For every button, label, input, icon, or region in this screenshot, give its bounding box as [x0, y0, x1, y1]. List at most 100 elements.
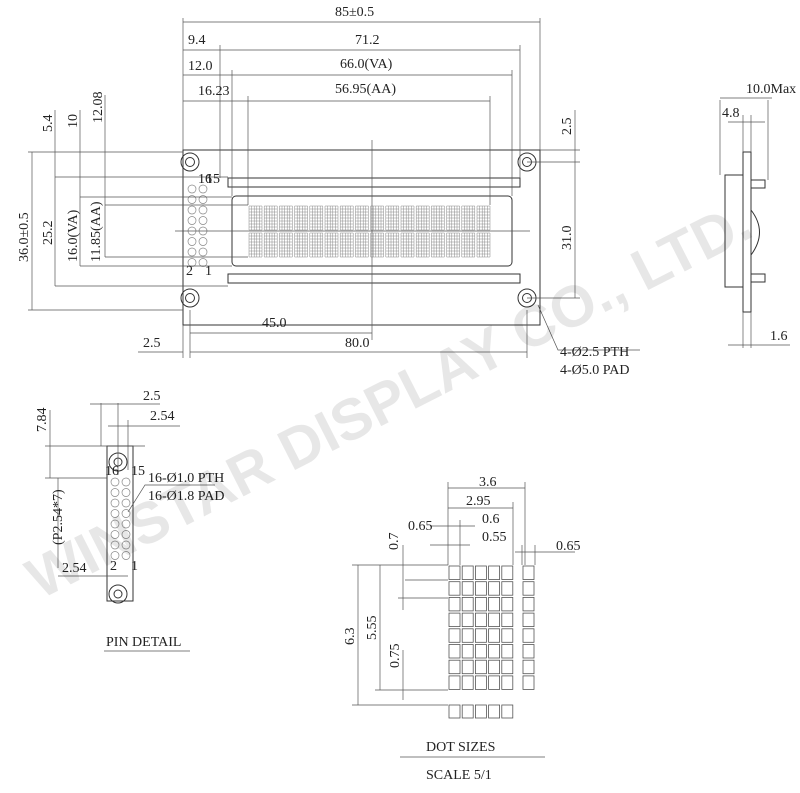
side-lcd [724, 174, 744, 288]
dot [488, 659, 501, 675]
bezel-bottom [227, 273, 521, 284]
dot [474, 612, 487, 627]
pd-pin-pad [121, 540, 131, 550]
character-cell [309, 205, 324, 231]
pin-pad [198, 247, 208, 257]
character-cell [431, 232, 445, 258]
pd-pin-pad [121, 477, 131, 487]
cursor-dot [448, 704, 461, 719]
character-cell [446, 205, 460, 231]
dot [461, 612, 474, 627]
bottom-dimensions: 45.0 80.0 2.5 16 15 2 1 4-Ø2.5 PTH 4-Ø5.… [138, 172, 640, 378]
dim-80-0: 80.0 [345, 336, 370, 351]
dim-11-85-aa: 11.85(AA) [89, 201, 104, 262]
pin-pad [187, 216, 197, 225]
dim-4-8: 4.8 [722, 106, 740, 121]
adjacent-dot [522, 644, 535, 659]
pd-pin-pad [121, 551, 131, 560]
dot-dim-0-65-right: 0.65 [556, 539, 581, 554]
pd-mounting-hole [113, 589, 123, 599]
dim-12-08: 12.08 [91, 92, 106, 124]
dot [448, 675, 461, 690]
dot [474, 644, 487, 659]
character-cell [446, 232, 460, 258]
pd-mounting-hole-pad [108, 584, 128, 604]
dot [461, 659, 474, 675]
pin-label-1: 1 [205, 264, 212, 279]
adjacent-dot [522, 612, 535, 627]
character-cell [263, 232, 278, 258]
character-cell [294, 232, 308, 258]
dot [448, 581, 461, 596]
dot-dim-0-65: 0.65 [408, 519, 433, 534]
pd-pin-2: 2 [110, 559, 117, 574]
character-cell [461, 232, 476, 258]
pd-pin-1: 1 [131, 559, 138, 574]
pd-pin-pad [121, 498, 131, 508]
cursor-dot [474, 704, 487, 719]
pd-pin-pad [110, 509, 120, 518]
character-cell [400, 232, 415, 258]
dot [501, 581, 514, 596]
character-cell [461, 205, 476, 231]
character-cell [431, 205, 445, 231]
right-dimensions: 2.5 31.0 [527, 110, 580, 299]
dim-25-2: 25.2 [41, 221, 56, 246]
dim-56-95-aa: 56.95(AA) [335, 82, 396, 97]
dot-dim-0-6: 0.6 [482, 512, 500, 527]
pin-pad [198, 258, 208, 267]
dim-10-max: 10.0Max [746, 82, 796, 97]
dot [488, 628, 501, 643]
character-cell [324, 232, 339, 258]
pin-label-2: 2 [186, 264, 193, 279]
dim-2-5-right: 2.5 [560, 118, 575, 136]
dot [501, 675, 514, 690]
dot [501, 565, 514, 580]
pin-pad [198, 216, 208, 225]
character-cell [279, 232, 293, 258]
pin-pad [187, 247, 197, 257]
adjacent-dot [522, 628, 535, 643]
dot [461, 581, 474, 596]
dot [474, 597, 487, 612]
module-front-view [175, 140, 541, 340]
dot [501, 628, 514, 643]
dot [474, 628, 487, 643]
dot [474, 565, 487, 580]
pd-dim-2-54-bottom: 2.54 [62, 561, 87, 576]
dim-overall-height: 36.0±0.5 [17, 212, 32, 262]
cursor-dot [461, 704, 474, 719]
pin-pad [198, 195, 208, 204]
cursor-dot [488, 704, 501, 719]
character-cell [309, 232, 324, 258]
dot-sizes-title: DOT SIZES [426, 740, 495, 755]
character-cell [248, 205, 263, 231]
dot [461, 675, 474, 690]
adjacent-dot [522, 597, 535, 612]
bezel-top [227, 177, 521, 188]
top-dimensions: 85±0.5 9.4 71.2 12.0 66.0(VA) 16.23 56.9… [182, 5, 541, 205]
dot [461, 565, 474, 580]
character-cell [476, 205, 491, 231]
dot [474, 659, 487, 675]
dot [501, 612, 514, 627]
dot [488, 597, 501, 612]
pin-label-16: 16 [198, 172, 212, 187]
dot [448, 659, 461, 675]
character-cell [370, 205, 384, 231]
hole-note-pad: 4-Ø5.0 PAD [560, 363, 630, 378]
pd-dim-7-84: 7.84 [35, 408, 50, 433]
dot [461, 628, 474, 643]
dot [448, 612, 461, 627]
dot-dim-5-55: 5.55 [365, 616, 380, 641]
dot [448, 597, 461, 612]
pd-pin-pad [110, 530, 120, 539]
pin-pad [198, 237, 208, 246]
pin-detail: 2.5 2.54 7.84 (P2.54*7) 2.54 16 15 2 1 1… [35, 389, 225, 652]
character-cell [324, 205, 339, 231]
character-cell [415, 205, 430, 231]
pd-pad-note: 16-Ø1.8 PAD [148, 489, 225, 504]
character-cell [355, 232, 369, 258]
